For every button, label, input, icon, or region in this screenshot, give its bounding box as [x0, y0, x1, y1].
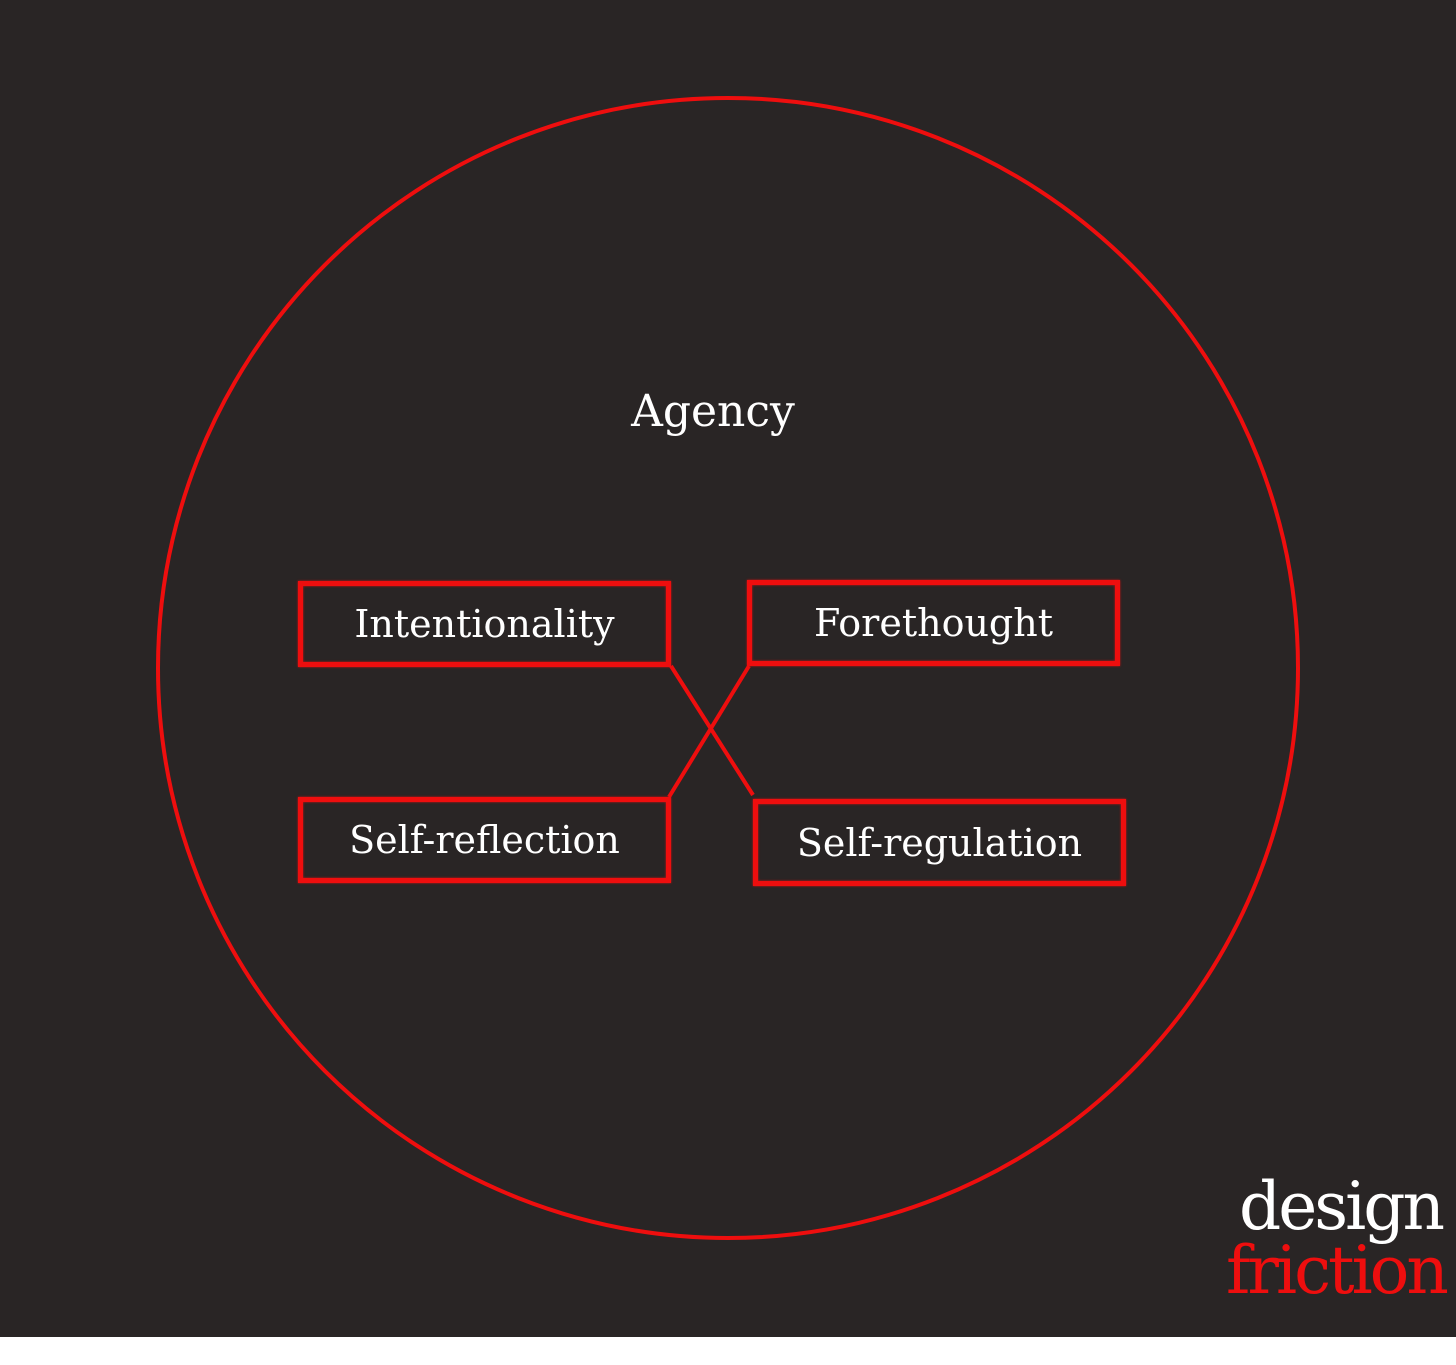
logo-word-design: design: [1238, 1168, 1445, 1245]
brand-logo: design friction: [1226, 1168, 1449, 1309]
connector-intentionality-to-self-regulation: [669, 664, 755, 797]
diagram-title: Agency: [631, 386, 795, 437]
agency-circle: [156, 96, 1300, 1240]
connector-forethought-to-self-reflection: [667, 664, 751, 799]
node-self-regulation: Self-regulation: [753, 799, 1126, 886]
node-label: Forethought: [814, 601, 1053, 645]
node-label: Self-regulation: [796, 820, 1083, 865]
logo-word-friction: friction: [1226, 1232, 1449, 1309]
bottom-margin: [0, 1337, 1456, 1365]
node-forethought: Forethought: [747, 580, 1120, 666]
diagram-shapes: [156, 96, 1300, 1240]
node-label: Intentionality: [354, 602, 615, 646]
node-self-reflection: Self-reflection: [298, 797, 671, 883]
node-label: Self-reflection: [349, 818, 620, 862]
diagram-canvas: Agency Intentionality Forethought Self-r…: [0, 0, 1456, 1337]
node-intentionality: Intentionality: [298, 581, 671, 667]
